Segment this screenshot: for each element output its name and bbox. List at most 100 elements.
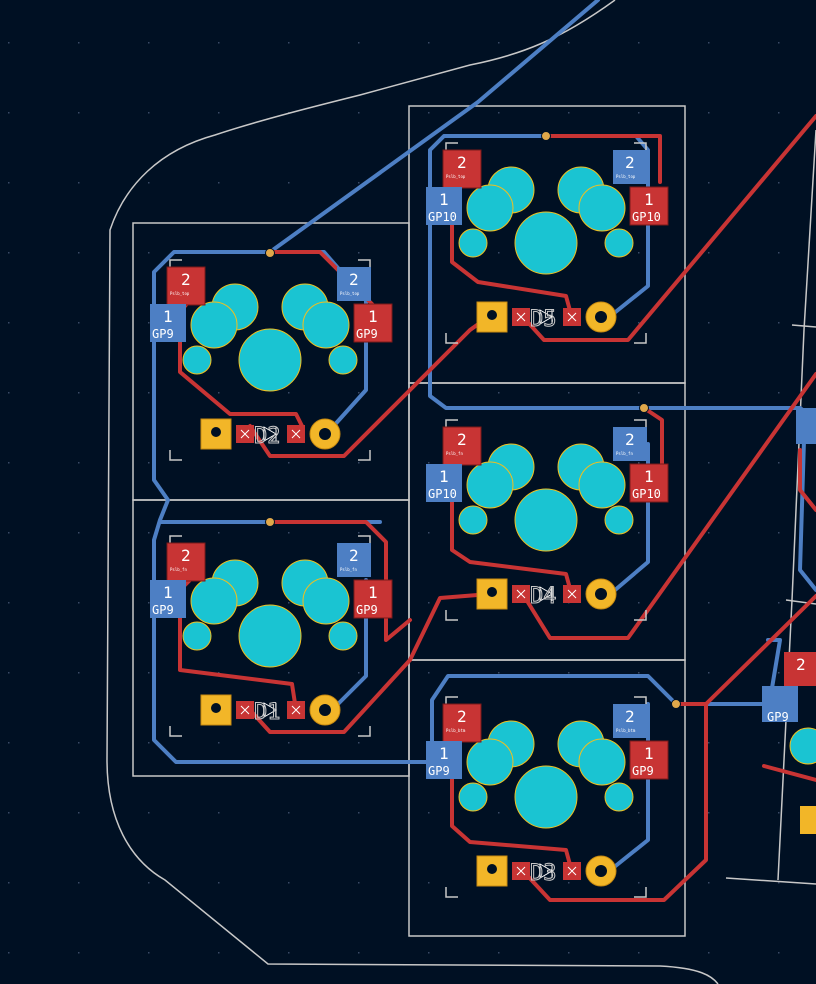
pad-2-back-shape[interactable] <box>337 267 371 301</box>
grid-dot <box>638 952 640 954</box>
pad-1-front-shape[interactable] <box>629 463 669 503</box>
grid-dot <box>778 952 780 954</box>
via[interactable] <box>265 517 275 527</box>
pad-1-back-shape[interactable] <box>426 187 462 225</box>
grid-dot <box>288 392 290 394</box>
pad-1-back-shape[interactable] <box>426 464 462 502</box>
pad-number: 2 <box>181 270 191 289</box>
switch-hole <box>604 782 634 812</box>
diode-reference: D2 <box>254 424 281 449</box>
via[interactable] <box>265 248 275 258</box>
grid-dot <box>778 322 780 324</box>
pad-1-front-shape[interactable] <box>629 740 669 780</box>
pad-partial[interactable] <box>796 408 816 444</box>
pad-1-front-shape[interactable] <box>353 303 393 343</box>
diode-footprint[interactable]: D1 <box>200 694 341 726</box>
grid-dot <box>708 322 710 324</box>
grid-dot <box>8 322 10 324</box>
pad-number: 2 <box>349 270 359 289</box>
pad-1-back-shape[interactable] <box>150 304 186 342</box>
grid-dot <box>358 42 360 44</box>
diode-symbol <box>539 863 553 879</box>
pad-2-back-shape[interactable] <box>613 150 647 184</box>
grid-dot <box>218 812 220 814</box>
pad-2-back-shape[interactable] <box>337 543 371 577</box>
switch-hole <box>458 782 488 812</box>
grid-dot <box>358 672 360 674</box>
grid-dot <box>638 252 640 254</box>
grid-dot <box>358 742 360 744</box>
pad-2-front-shape[interactable] <box>442 703 482 743</box>
diode-footprint[interactable]: D5 <box>476 301 617 333</box>
pad-2-front-shape[interactable] <box>166 266 206 306</box>
diode-footprint[interactable]: D3 <box>476 855 617 887</box>
switch-hole <box>466 738 514 786</box>
pad-1-front-shape[interactable] <box>629 186 669 226</box>
pad-net-label: Pslb_top <box>170 291 190 296</box>
pad-1-front-shape[interactable] <box>353 579 393 619</box>
pad-number: 1 <box>644 744 654 763</box>
back-trace-diag <box>268 0 600 254</box>
grid-dot <box>78 532 80 534</box>
diode-reference: D3 <box>530 861 557 886</box>
pad-number: 2 <box>457 430 467 449</box>
grid-dot <box>428 882 430 884</box>
via[interactable] <box>639 403 649 413</box>
pad-net-label: Pslb_fn <box>616 451 633 456</box>
diode-reference: D4 <box>530 584 557 609</box>
grid-dot <box>358 182 360 184</box>
via[interactable] <box>541 131 551 141</box>
diode-footprint[interactable]: D2 <box>200 418 341 450</box>
grid-dot <box>428 952 430 954</box>
courtyard-corner <box>169 450 182 461</box>
pad-1-back-shape[interactable] <box>150 580 186 618</box>
pad-2-front-shape[interactable] <box>442 426 482 466</box>
pad-1-back-shape[interactable] <box>426 741 462 779</box>
pad-2-back-shape[interactable] <box>613 704 647 738</box>
grid-dot <box>498 112 500 114</box>
pad-2-partial[interactable] <box>784 652 816 686</box>
pad-2-back-shape[interactable] <box>613 427 647 461</box>
drill-hole <box>595 311 607 323</box>
grid-dot <box>8 182 10 184</box>
switch-hole <box>466 184 514 232</box>
via[interactable] <box>671 699 681 709</box>
diode-footprint[interactable]: D4 <box>476 578 617 610</box>
grid-dot <box>8 812 10 814</box>
pad-2-front-shape[interactable] <box>442 149 482 189</box>
pad-number: 2 <box>625 153 635 172</box>
diode-pad-partial[interactable] <box>800 806 816 834</box>
grid-dot <box>638 602 640 604</box>
grid-dot <box>428 112 430 114</box>
pad-1-partial[interactable] <box>762 686 798 722</box>
partial-footprint-right[interactable]: 2 GP9 <box>762 408 816 834</box>
diode-reference: D5 <box>530 307 557 332</box>
grid-dot <box>218 182 220 184</box>
